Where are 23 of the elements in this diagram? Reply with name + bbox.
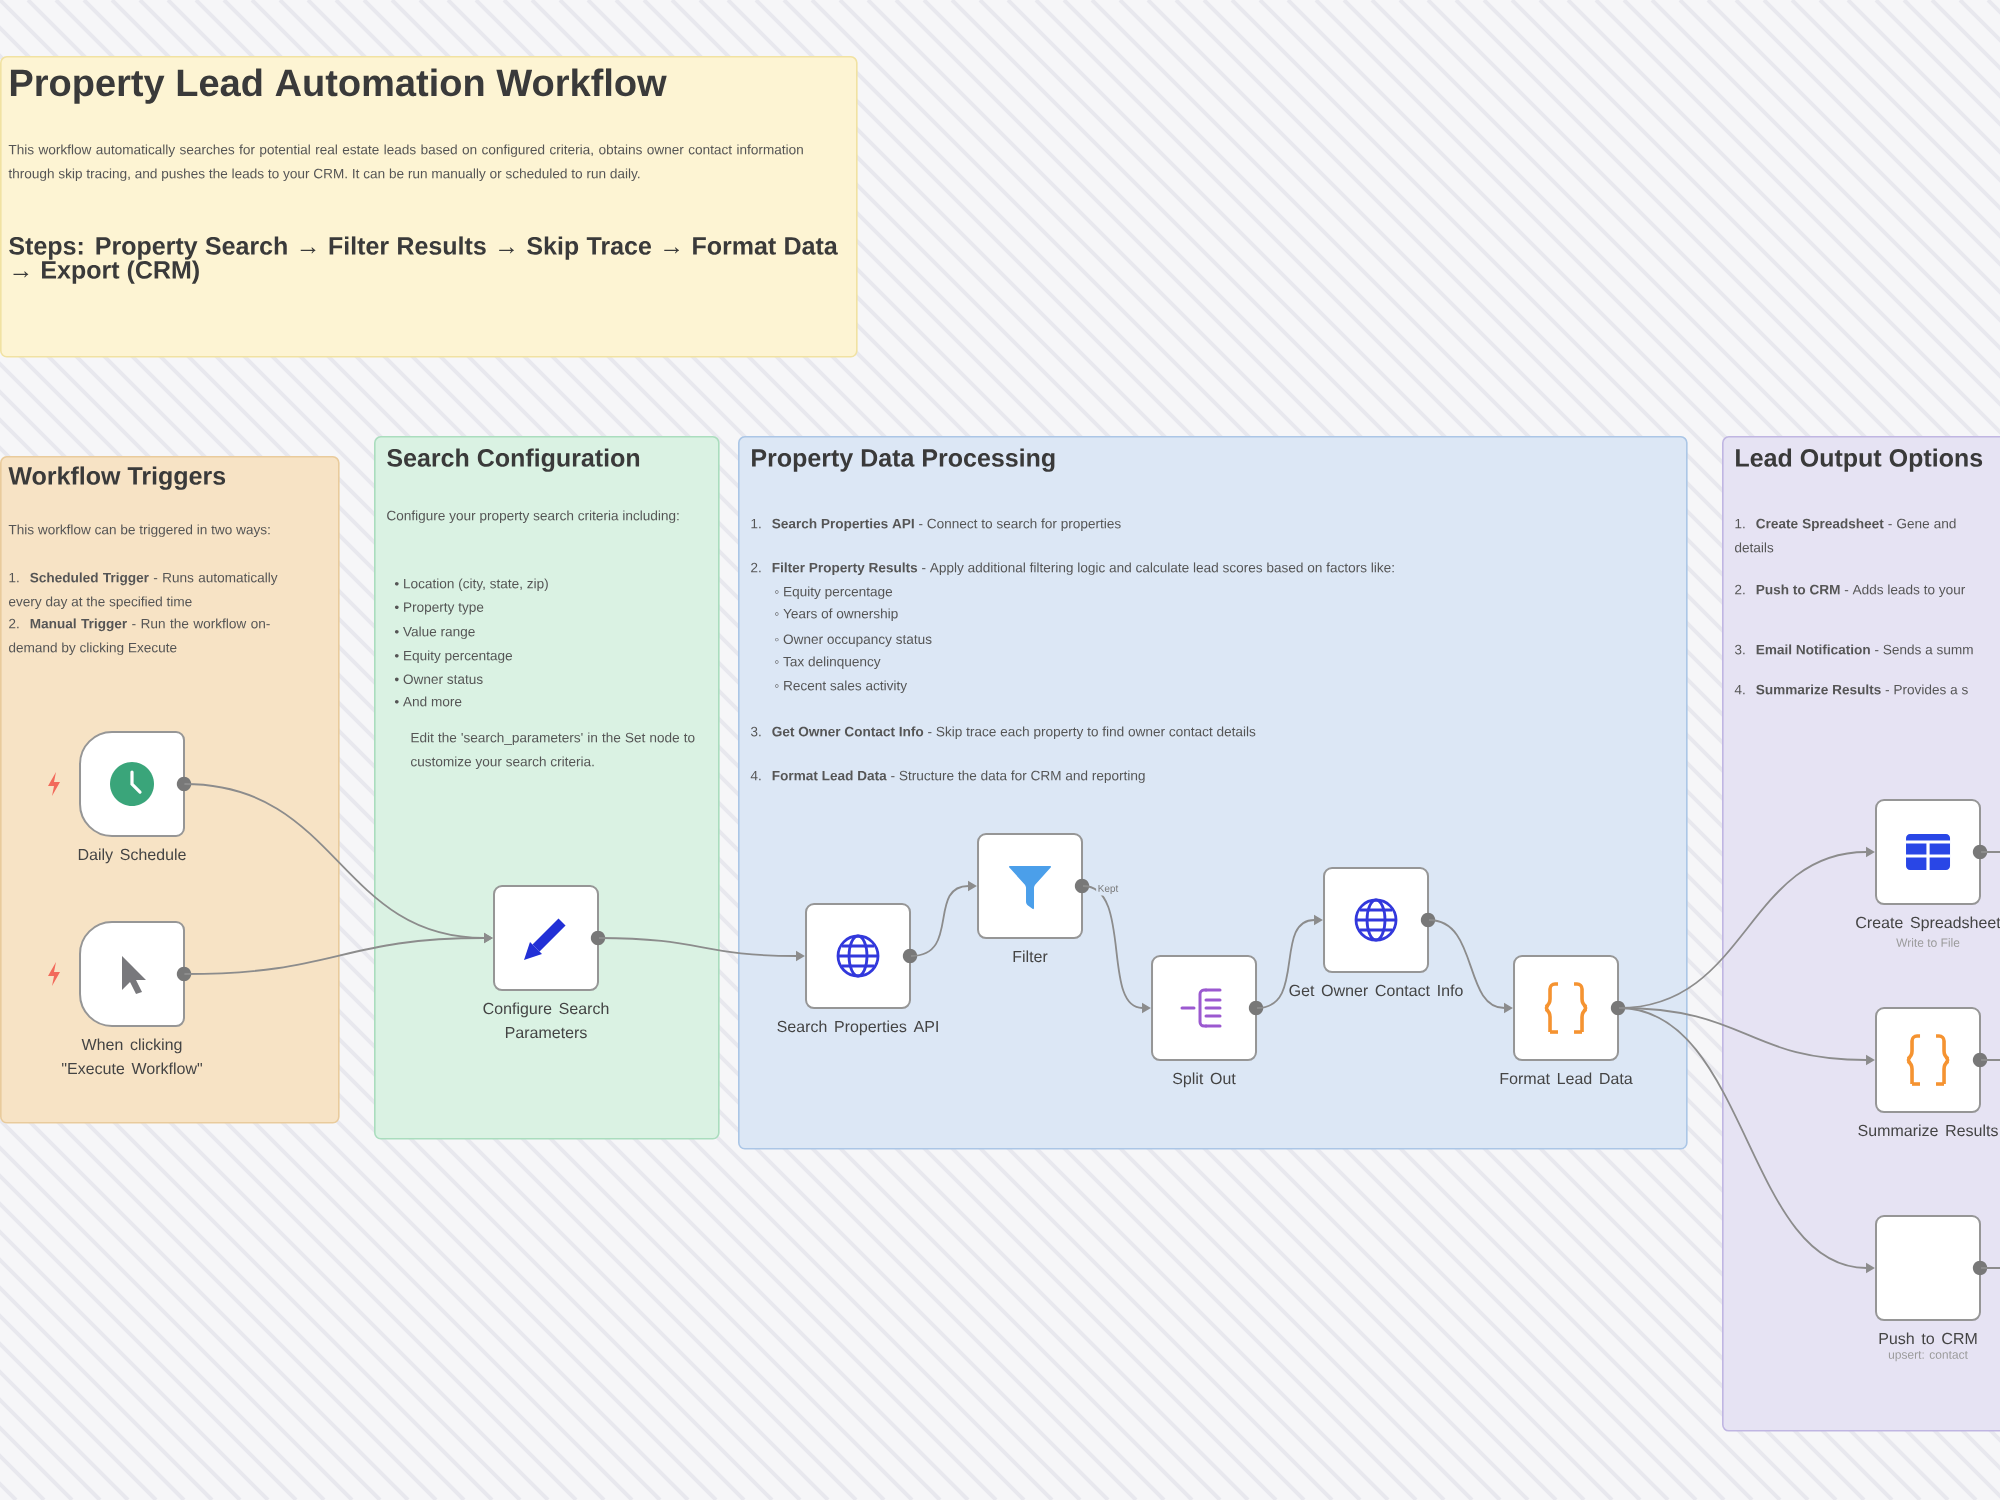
node-label: Split Out bbox=[1172, 1072, 1236, 1088]
note-heading: Search Configuration bbox=[387, 448, 640, 472]
node-label: Format Lead Data bbox=[1500, 1072, 1633, 1085]
node-label: Summarize Results bbox=[1858, 1124, 1998, 1137]
connector bbox=[910, 880, 977, 957]
node-label: Configure Search Parameters bbox=[483, 1002, 609, 1039]
note-heading: Property Data Processing bbox=[752, 448, 1055, 472]
connector bbox=[183, 932, 493, 975]
connector bbox=[1980, 851, 2000, 853]
node-label: Get Owner Contact Info bbox=[1289, 984, 1463, 997]
node-label: Daily Schedule bbox=[78, 848, 186, 864]
note-title: Property Lead Automation Workflow bbox=[10, 68, 667, 104]
node-label: Filter bbox=[1013, 950, 1048, 963]
node-label: When clicking "Execute Workflow" bbox=[62, 1038, 202, 1075]
steps-text: Steps: Property Search → Filter Results → Skip Trace → Format Data → Export (CRM) bbox=[9, 236, 838, 284]
note-heading: Workflow Triggers bbox=[8, 466, 226, 490]
node-label: Search Properties API bbox=[777, 1020, 938, 1036]
node-label: Create Spreadsheet bbox=[1856, 916, 2000, 932]
node-label: Push to CRM bbox=[1879, 1332, 1977, 1345]
connector bbox=[1980, 1267, 2000, 1269]
note-heading: Lead Output Options bbox=[1736, 448, 1983, 472]
connector bbox=[1980, 1059, 2000, 1061]
connector bbox=[1256, 914, 1323, 1009]
